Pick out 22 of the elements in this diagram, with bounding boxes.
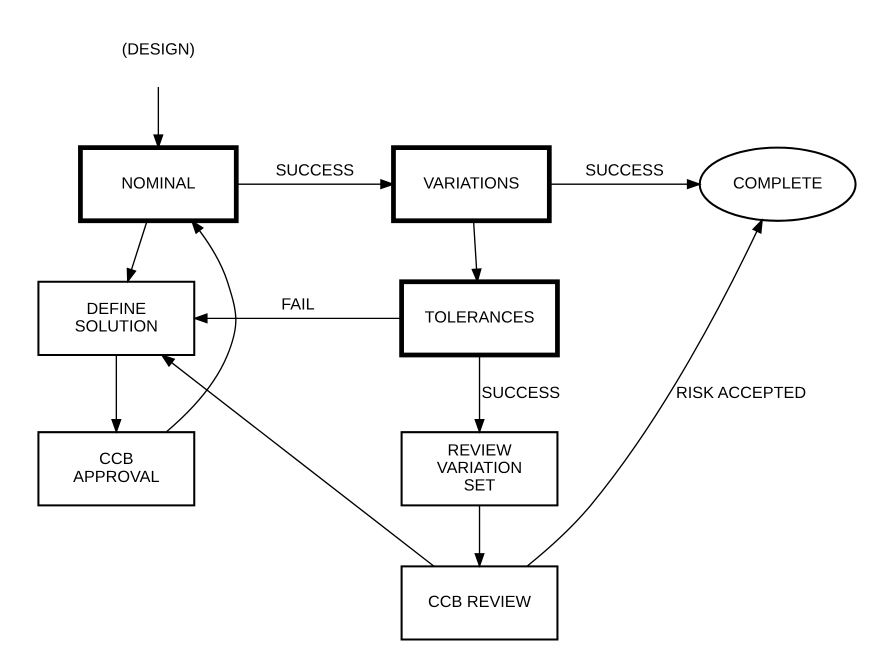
arrow bbox=[548, 178, 702, 190]
arrow bbox=[526, 218, 762, 567]
node-box: TOLERANCES bbox=[398, 279, 560, 358]
edge-label: SUCCESS bbox=[584, 162, 664, 180]
node-box: CCB REVIEW bbox=[400, 565, 558, 641]
edge-label: SUCCESS bbox=[481, 384, 560, 402]
node-box: VARIATIONS bbox=[390, 145, 552, 224]
node-text: (DESIGN) bbox=[121, 40, 194, 58]
edge-label: FAIL bbox=[280, 296, 314, 314]
node-ellipse: COMPLETE bbox=[698, 146, 856, 222]
edge-label: SUCCESS bbox=[275, 162, 354, 180]
node-box: REVIEW VARIATION SET bbox=[400, 431, 558, 506]
arrow bbox=[192, 313, 401, 324]
node-box: CCB APPROVAL bbox=[36, 431, 195, 506]
arrow bbox=[110, 355, 122, 434]
arrow bbox=[126, 220, 148, 284]
edge-label: RISK ACCEPTED bbox=[676, 384, 806, 402]
arrow bbox=[474, 506, 484, 568]
node-box: DEFINE SOLUTION bbox=[36, 280, 195, 356]
arrow bbox=[474, 355, 484, 434]
node-box: NOMINAL bbox=[78, 145, 238, 224]
arrow bbox=[160, 354, 434, 567]
